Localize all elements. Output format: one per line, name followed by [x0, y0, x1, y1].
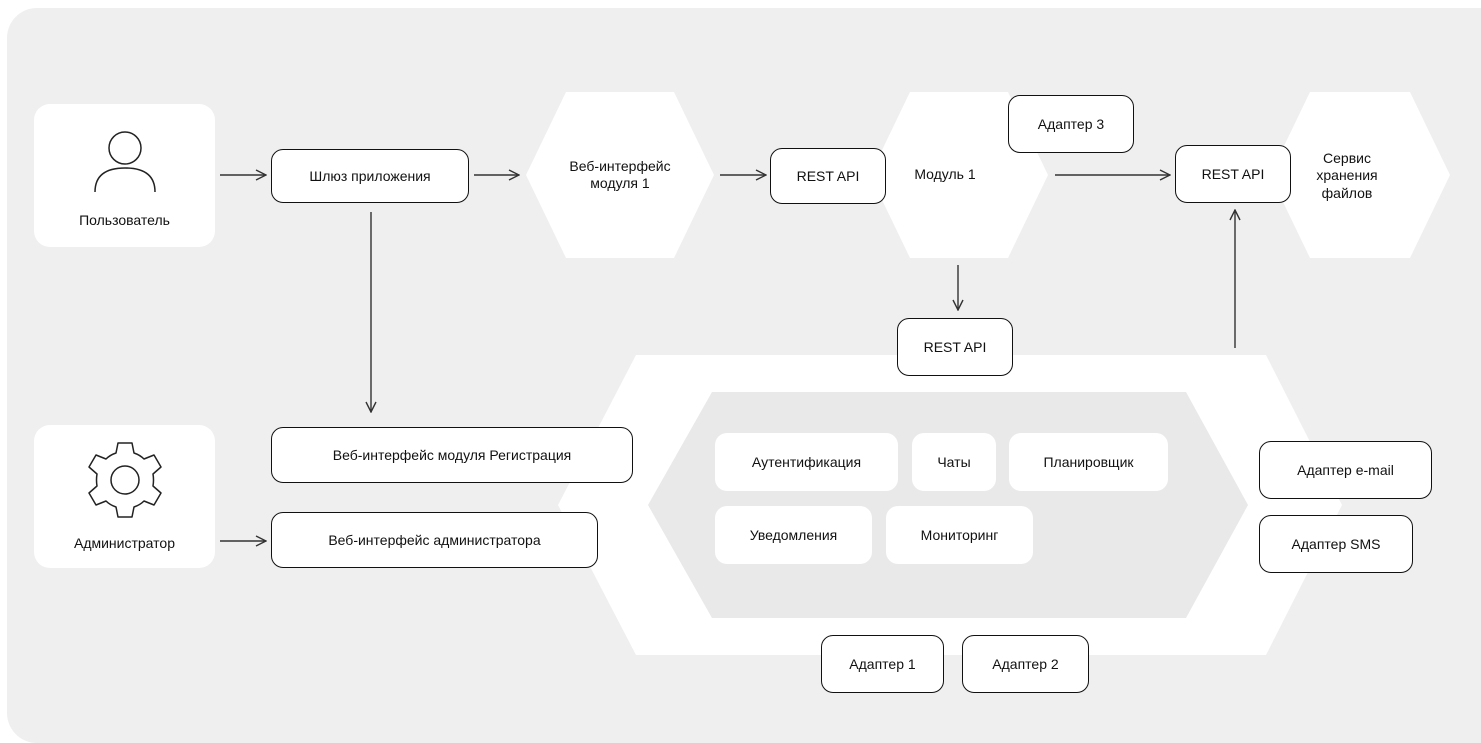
web-registration-box[interactable]: Веб-интерфейс модуля Регистрация — [271, 427, 633, 483]
core-inner-hexagon — [648, 392, 1248, 618]
module1-label[interactable]: Модуль 1 — [914, 166, 976, 183]
rest-api-core-box[interactable]: REST API — [897, 318, 1013, 376]
module1-hexagon — [870, 92, 1048, 258]
service-monitoring[interactable]: Мониторинг — [886, 506, 1033, 564]
adapter1-box[interactable]: Адаптер 1 — [821, 635, 944, 693]
admin-card[interactable]: Администратор — [34, 425, 215, 568]
web-admin-box[interactable]: Веб-интерфейс администратора — [271, 512, 598, 568]
web-module1-label[interactable]: Веб-интерфейс модуля 1 — [569, 157, 671, 192]
gear-icon — [88, 442, 162, 518]
service-authentication[interactable]: Аутентификация — [715, 433, 898, 491]
user-label: Пользователь — [79, 212, 170, 229]
adapter-email-box[interactable]: Адаптер e-mail — [1259, 441, 1432, 499]
rest-api-module1-box[interactable]: REST API — [770, 148, 886, 204]
adapter-sms-box[interactable]: Адаптер SMS — [1259, 515, 1413, 573]
user-card[interactable]: Пользователь — [34, 104, 215, 247]
admin-label: Администратор — [73, 535, 175, 552]
rest-api-storage-box[interactable]: REST API — [1175, 145, 1291, 203]
gateway-box[interactable]: Шлюз приложения — [271, 149, 469, 203]
adapter3-box[interactable]: Адаптер 3 — [1008, 95, 1134, 153]
adapter2-box[interactable]: Адаптер 2 — [962, 635, 1089, 693]
storage-hexagon — [1270, 92, 1450, 258]
service-notifications[interactable]: Уведомления — [715, 506, 872, 564]
web-module1-hexagon — [526, 92, 714, 258]
service-chats[interactable]: Чаты — [912, 433, 996, 491]
user-icon — [94, 131, 156, 193]
service-scheduler[interactable]: Планировщик — [1009, 433, 1168, 491]
storage-label[interactable]: Сервис хранения файлов — [1316, 149, 1378, 201]
